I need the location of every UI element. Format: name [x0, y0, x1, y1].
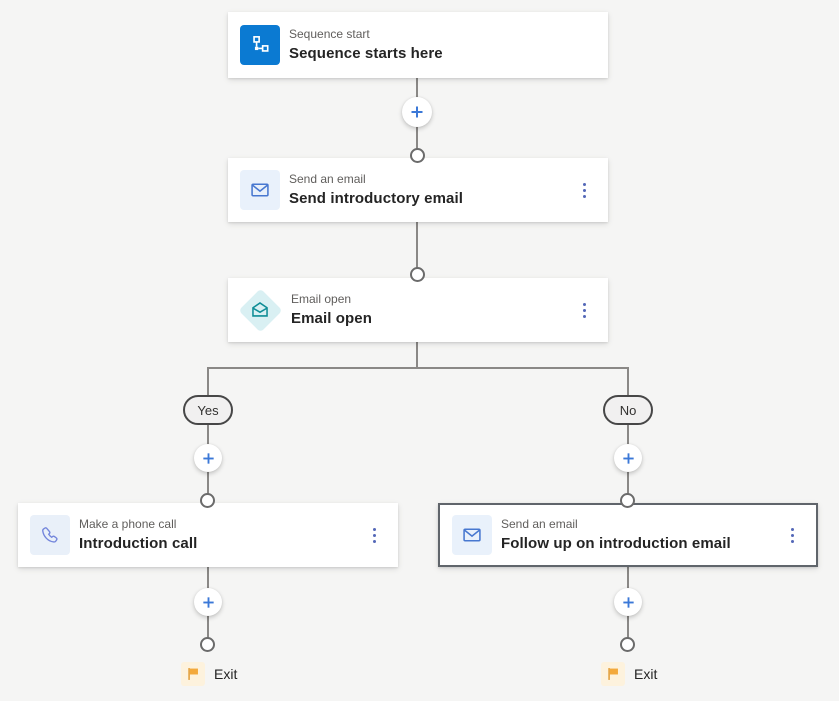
- card-title: Introduction call: [79, 535, 198, 552]
- exit-node-left: Exit: [181, 662, 237, 686]
- condition-card-email-open[interactable]: Email open Email open: [228, 278, 608, 342]
- card-label: Send an email: [289, 172, 366, 186]
- add-step-button[interactable]: [194, 444, 222, 472]
- more-options-icon[interactable]: [581, 179, 588, 202]
- connector-line: [627, 369, 629, 395]
- card-title: Send introductory email: [289, 190, 463, 207]
- card-label: Make a phone call: [79, 517, 177, 531]
- step-card-introduction-call[interactable]: Make a phone call Introduction call: [18, 503, 398, 567]
- step-card-followup-email[interactable]: Send an email Follow up on introduction …: [438, 503, 818, 567]
- flag-icon: [181, 662, 205, 686]
- connector-line: [416, 342, 418, 369]
- plus-icon: [202, 596, 214, 608]
- add-step-button[interactable]: [402, 97, 432, 127]
- connector-dot: [620, 493, 635, 508]
- phone-icon: [30, 515, 70, 555]
- add-step-button[interactable]: [194, 588, 222, 616]
- connector-dot: [410, 148, 425, 163]
- card-title: Email open: [291, 310, 373, 327]
- sequence-start-icon: [240, 25, 280, 65]
- connector-line: [416, 222, 418, 278]
- flag-icon: [601, 662, 625, 686]
- plus-icon: [622, 452, 634, 464]
- connector-line: [207, 369, 209, 395]
- card-title: Sequence starts here: [289, 45, 443, 62]
- plus-icon: [202, 452, 214, 464]
- branch-no-label: No: [619, 402, 637, 418]
- branch-yes-label: Yes: [197, 402, 219, 418]
- exit-node-right: Exit: [601, 662, 657, 686]
- email-icon: [452, 515, 492, 555]
- step-card-send-intro-email[interactable]: Send an email Send introductory email: [228, 158, 608, 222]
- more-options-icon[interactable]: [789, 524, 796, 547]
- branch-line: [207, 367, 629, 369]
- branch-yes-pill: Yes: [183, 395, 233, 425]
- exit-label: Exit: [214, 666, 238, 682]
- exit-label: Exit: [634, 666, 658, 682]
- step-card-sequence-start[interactable]: Sequence start Sequence starts here: [228, 12, 608, 78]
- add-step-button[interactable]: [614, 588, 642, 616]
- connector-dot: [200, 637, 215, 652]
- add-step-button[interactable]: [614, 444, 642, 472]
- more-options-icon[interactable]: [371, 524, 378, 547]
- connector-dot: [410, 267, 425, 282]
- connector-dot: [620, 637, 635, 652]
- plus-icon: [411, 106, 423, 118]
- card-label: Sequence start: [289, 27, 370, 41]
- branch-no-pill: No: [603, 395, 653, 425]
- connector-dot: [200, 493, 215, 508]
- email-open-icon: [238, 288, 282, 332]
- email-icon: [240, 170, 280, 210]
- plus-icon: [622, 596, 634, 608]
- card-title: Follow up on introduction email: [501, 535, 731, 552]
- card-label: Email open: [291, 292, 352, 306]
- card-label: Send an email: [501, 517, 578, 531]
- more-options-icon[interactable]: [581, 299, 588, 322]
